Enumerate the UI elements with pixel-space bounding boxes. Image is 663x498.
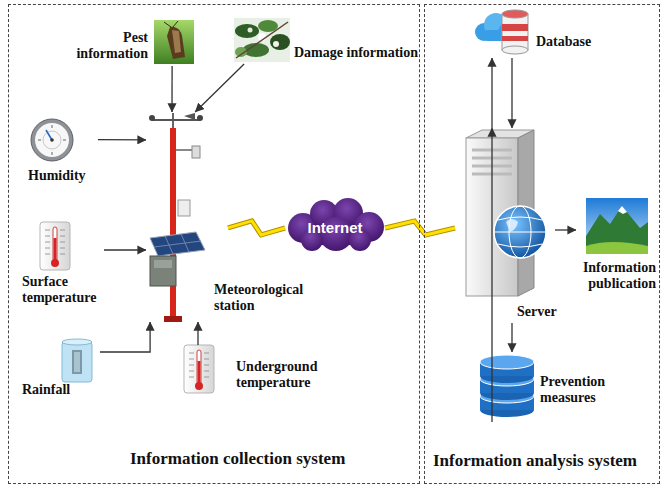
connector-line <box>98 139 146 140</box>
arrow-connector <box>512 58 513 128</box>
thermometer-icon <box>184 345 214 393</box>
system-panel: Information analysis system DatabaseServe… <box>424 4 660 484</box>
lightning-link <box>385 221 455 235</box>
node-label: Internet <box>285 219 385 237</box>
connector-line <box>104 249 146 250</box>
connector-line <box>511 323 512 352</box>
connector-line <box>491 128 492 422</box>
sensor-node: Surface temperature <box>20 222 104 308</box>
lightning-link <box>228 221 285 235</box>
connector-line <box>100 322 150 352</box>
node-label: Underground temperature <box>236 359 317 391</box>
storage-node: Database <box>472 4 600 58</box>
connector-line <box>195 64 244 112</box>
thermometer-icon <box>40 222 70 270</box>
node-label: Pest information <box>76 30 148 62</box>
node-label: Server <box>517 304 557 320</box>
sensor-node: Underground temperature <box>180 345 335 401</box>
connector-line <box>555 229 576 230</box>
node-label: Humidity <box>28 168 86 184</box>
connector-line <box>197 322 198 345</box>
server-node: Server <box>455 128 555 323</box>
server-tower <box>466 130 546 296</box>
sensor-node: Humidity <box>22 118 98 188</box>
node-label: Damage information <box>294 45 418 61</box>
arrow-connector <box>492 128 493 422</box>
panel-heading: Information analysis system <box>433 451 637 471</box>
node-label: Database <box>536 34 591 50</box>
node-label: Rainfall <box>22 382 70 398</box>
connector-line <box>511 58 512 128</box>
arrow-connector <box>555 230 576 231</box>
arrow-connector <box>198 322 199 345</box>
arrow-connector <box>98 139 146 140</box>
pest-photo <box>154 20 194 64</box>
database-icon <box>475 10 528 54</box>
node-label: Meteorological station <box>214 282 303 314</box>
sensor-node: Pest information <box>70 20 194 66</box>
node-label: Surface temperature <box>22 274 96 306</box>
landscape-picture <box>586 198 648 254</box>
storage-node: Prevention measures <box>472 352 617 422</box>
system-panel: Information collection system Pest inform… <box>8 4 420 484</box>
connector-line <box>385 227 455 228</box>
arrow-connector <box>100 322 150 352</box>
cloud-node: Internet <box>285 205 385 251</box>
hygrometer-icon <box>31 119 73 161</box>
node-label: Prevention measures <box>540 374 605 406</box>
database-stack-icon <box>480 355 534 417</box>
weather-station-drawing <box>149 113 205 322</box>
arrow-connector <box>104 250 146 251</box>
sensor-node: Rainfall <box>20 338 100 400</box>
arrow-connector <box>172 66 173 112</box>
damage-photo <box>234 18 290 62</box>
panel-heading: Information collection system <box>130 449 345 469</box>
node-label: Information publication <box>583 260 656 292</box>
sensor-node: Damage information <box>232 18 418 64</box>
station-node: Meteorological station <box>146 112 228 322</box>
connector-line <box>228 227 285 228</box>
connector-line <box>491 58 492 128</box>
arrow-connector <box>512 323 513 352</box>
connector-line <box>171 66 172 112</box>
arrow-connector <box>195 64 244 112</box>
output-node: Information publication <box>576 198 658 300</box>
arrow-connector <box>492 58 493 128</box>
rain-gauge-icon <box>62 339 92 382</box>
